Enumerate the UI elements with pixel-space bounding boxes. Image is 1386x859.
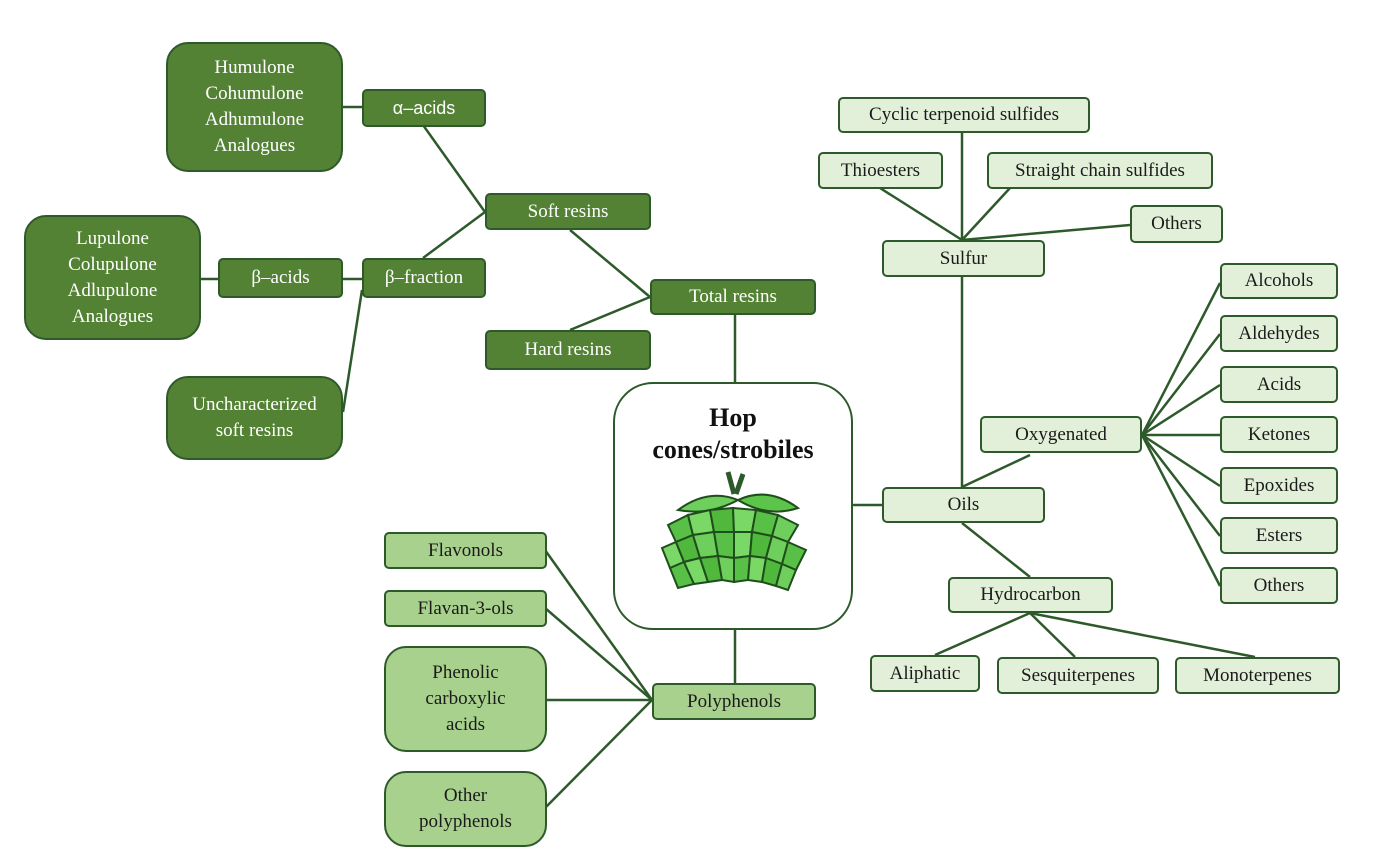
straight-chain-sulfides-node: Straight chain sulfides [987, 152, 1213, 189]
aliphatic-node: Aliphatic [870, 655, 980, 692]
sesquiterpenes-node: Sesquiterpenes [997, 657, 1159, 694]
beta-acids-list-node: Lupulone Colupulone Adlupulone Analogues [24, 215, 201, 340]
uncharacterized-soft-resins-node: Uncharacterized soft resins [166, 376, 343, 460]
sulfur-others-node: Others [1130, 205, 1223, 243]
epoxides-node: Epoxides [1220, 467, 1338, 504]
cyclic-terpenoid-sulfides-node: Cyclic terpenoid sulfides [838, 97, 1090, 133]
phenolic-carboxylic-acids-node: Phenolic carboxylic acids [384, 646, 547, 752]
esters-node: Esters [1220, 517, 1338, 554]
beta-fraction-node: β–fraction [362, 258, 486, 298]
alpha-acids-node: α–acids [362, 89, 486, 127]
monoterpenes-node: Monoterpenes [1175, 657, 1340, 694]
polyphenols-node: Polyphenols [652, 683, 816, 720]
sulfur-node: Sulfur [882, 240, 1045, 277]
oxygenated-node: Oxygenated [980, 416, 1142, 453]
oils-node: Oils [882, 487, 1045, 523]
alcohols-node: Alcohols [1220, 263, 1338, 299]
hydrocarbon-node: Hydrocarbon [948, 577, 1113, 613]
hard-resins-node: Hard resins [485, 330, 651, 370]
flavan-3-ols-node: Flavan-3-ols [384, 590, 547, 627]
thioesters-node: Thioesters [818, 152, 943, 189]
alpha-acids-list-node: Humulone Cohumulone Adhumulone Analogues [166, 42, 343, 172]
center-title: Hop cones/strobiles [652, 403, 814, 464]
flavonols-node: Flavonols [384, 532, 547, 569]
other-polyphenols-node: Other polyphenols [384, 771, 547, 847]
hop-cones-center-node: Hop cones/strobiles [613, 382, 853, 630]
ketones-node: Ketones [1220, 416, 1338, 453]
soft-resins-node: Soft resins [485, 193, 651, 230]
oxygenated-others-node: Others [1220, 567, 1338, 604]
acids-node: Acids [1220, 366, 1338, 403]
total-resins-node: Total resins [650, 279, 816, 315]
hop-cone-icon [660, 471, 808, 592]
beta-acids-node: β–acids [218, 258, 343, 298]
aldehydes-node: Aldehydes [1220, 315, 1338, 352]
